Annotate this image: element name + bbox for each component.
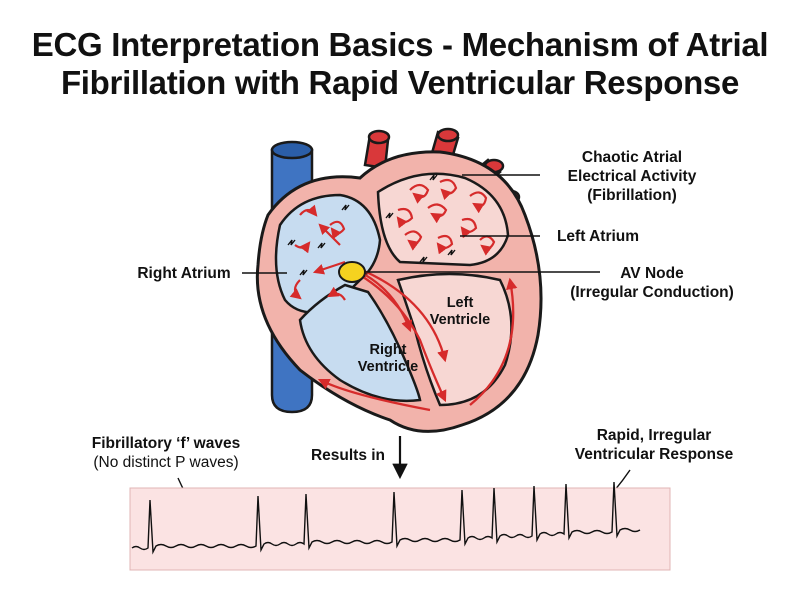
diagram-title: ECG Interpretation Basics - Mechanism of…	[0, 26, 800, 102]
av-node-line-2: (Irregular Conduction)	[570, 284, 734, 301]
title-line-2: Fibrillation with Rapid Ventricular Resp…	[60, 64, 740, 101]
left-ventricle-label: Left Ventricle	[420, 295, 500, 329]
right-ventricle-line-1: Right	[369, 342, 407, 358]
conduction-pathways	[317, 268, 518, 412]
title-line-1: ECG Interpretation Basics - Mechanism of…	[31, 26, 769, 63]
electrical-sparks	[287, 174, 456, 276]
right-ventricle-label: Right Ventricle	[348, 342, 428, 376]
ecg-trace	[131, 481, 641, 555]
results-in-label: Results in	[310, 447, 386, 464]
rapid-response-label: Rapid, Irregular Ventricular Response	[560, 426, 748, 464]
left-ventricle-line-2: Ventricle	[429, 312, 491, 328]
fibrillation-swirls	[289, 178, 496, 301]
rapid-line-1: Rapid, Irregular	[596, 427, 712, 444]
right-atrium-chamber	[274, 193, 382, 314]
chaotic-line-3: (Fibrillation)	[587, 187, 677, 204]
f-waves-label: Fibrillatory ‘f’ waves (No distinct P wa…	[66, 434, 266, 472]
right-ventricle-line-2: Ventricle	[357, 359, 419, 375]
right-atrium-label: Right Atrium	[137, 265, 231, 282]
av-node	[338, 261, 366, 283]
ecg-strip	[129, 487, 671, 571]
f-waves-line-2: (No distinct P waves)	[93, 454, 239, 471]
right-ventricle-chamber	[298, 283, 422, 403]
left-atrium-label: Left Atrium	[556, 228, 640, 245]
av-node-line-1: AV Node	[620, 265, 684, 282]
f-waves-line-1: Fibrillatory ‘f’ waves	[91, 435, 241, 452]
left-ventricle-line-1: Left	[446, 295, 474, 311]
rapid-line-2: Ventricular Response	[574, 446, 734, 463]
chaotic-line-1: Chaotic Atrial	[581, 149, 683, 166]
chaotic-activity-label: Chaotic Atrial Electrical Activity (Fibr…	[548, 148, 716, 205]
av-node-label: AV Node (Irregular Conduction)	[548, 264, 756, 302]
chaotic-line-2: Electrical Activity	[567, 168, 697, 185]
